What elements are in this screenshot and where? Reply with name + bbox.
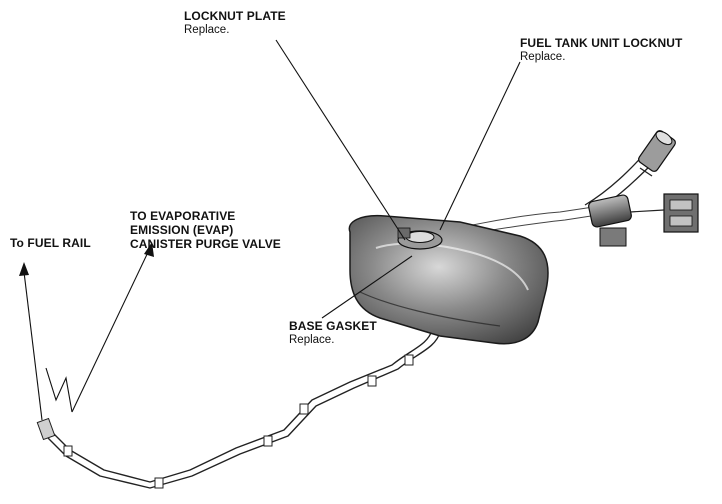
leader-lines [23,39,521,421]
evap-line-1: TO EVAPORATIVE [130,209,236,223]
leader-fuel-tank-unit-locknut [439,61,521,231]
arrow-evap [144,242,154,257]
leader-fuel-rail [23,271,43,421]
callout-evap-purge-valve: TO EVAPORATIVE EMISSION (EVAP) CANISTER … [130,209,281,251]
evap-line-2: EMISSION (EVAP) [130,223,234,237]
line-clamp [63,354,414,489]
leader-locknut-plate [275,39,406,241]
fuel-tank-unit-locknut-note: Replace. [520,51,566,63]
base-gasket-note: Replace. [289,334,335,346]
callout-fuel-rail: To FUEL RAIL [10,236,91,250]
arrow-fuel-rail [19,262,29,276]
leader-evap [45,367,73,413]
fuel-rail-title: To FUEL RAIL [10,236,91,250]
locknut-plate-title: LOCKNUT PLATE [184,9,286,23]
vent-valve [629,193,699,233]
callout-locknut-plate: LOCKNUT PLATE Replace. [184,9,286,37]
callout-fuel-tank-unit-locknut: FUEL TANK UNIT LOCKNUT Replace. [520,36,682,64]
arrowheads [19,242,154,276]
evap-canister [588,194,632,247]
base-gasket-title: BASE GASKET [289,319,377,333]
fuel-tank-unit-locknut-title: FUEL TANK UNIT LOCKNUT [520,36,683,50]
fuel-rail-fitting [36,417,56,441]
leader-base-gasket [321,255,413,319]
callout-base-gasket: BASE GASKET Replace. [289,319,377,347]
fuel-tank [348,214,549,345]
filler-cap [638,130,676,172]
evap-line-3: CANISTER PURGE VALVE [130,237,281,251]
locknut-plate-note: Replace. [184,24,230,36]
